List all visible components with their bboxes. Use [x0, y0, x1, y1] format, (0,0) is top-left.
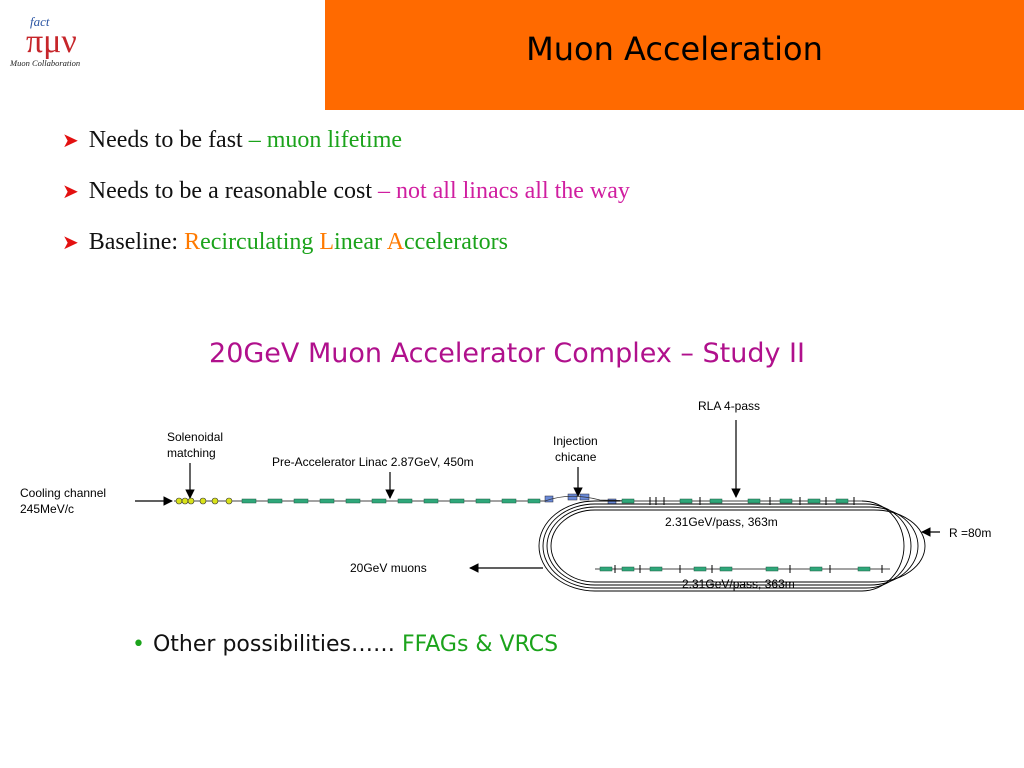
label-solenoidal: Solenoidal [167, 430, 223, 444]
quadrupole-ticks [614, 497, 883, 573]
logo-greek-text: πμν [26, 23, 77, 60]
page-title: Muon Acceleration [526, 30, 823, 68]
label-injection: Injection [553, 434, 598, 448]
bullet-accent: – not all linacs all the way [377, 178, 630, 204]
logo-fact-text: fact [30, 14, 50, 29]
label-top-linac: 2.31GeV/pass, 363m [665, 515, 778, 529]
logo-caption: Muon Collaboration [9, 58, 80, 68]
rla-racetrack [538, 500, 926, 592]
bullet-word-ccelerators: ccelerators [404, 229, 508, 255]
accelerator-diagram: 20GeV Muon Accelerator Complex – Study I… [0, 320, 1024, 600]
label-chicane: chicane [555, 450, 597, 464]
solenoid-cells [175, 497, 233, 505]
prelinac-cavities [241, 498, 541, 504]
bullet-dot-icon: • [132, 632, 145, 657]
bullet-accent: – muon lifetime [248, 127, 403, 153]
bullet-reasonable-cost: ➤ Needs to be a reasonable cost – not all… [62, 178, 630, 205]
diagram-heading: 20GeV Muon Accelerator Complex – Study I… [209, 338, 805, 369]
other-text: Other possibilities…… [152, 632, 402, 657]
label-pre-accelerator-linac: Pre-Accelerator Linac 2.87GeV, 450m [272, 455, 474, 469]
label-cooling-channel: Cooling channel [20, 486, 106, 500]
bullet-letter-r: R [184, 229, 201, 255]
other-accent: FFAGs & VRCS [401, 632, 559, 657]
label-bottom-linac: 2.31GeV/pass, 363m [682, 577, 795, 591]
label-matching: matching [167, 446, 216, 460]
bullet-word-ecirculating: ecirculating [200, 229, 320, 255]
label-radius: R =80m [949, 526, 991, 540]
label-cooling-momentum: 245MeV/c [20, 502, 74, 516]
other-possibilities: • Other possibilities…… FFAGs & VRCS [132, 632, 558, 657]
label-rla: RLA 4-pass [698, 399, 760, 413]
bullet-text: Needs to be fast [88, 127, 249, 153]
injection-chicane [544, 493, 641, 505]
bullet-prefix: Baseline: [88, 229, 185, 255]
arrow-bullet-icon: ➤ [62, 181, 79, 203]
arrow-bullet-icon: ➤ [62, 130, 79, 152]
top-linac-cavities [621, 498, 849, 504]
bullet-needs-fast: ➤ Needs to be fast – muon lifetime [62, 127, 402, 154]
bullet-text: Needs to be a reasonable cost [88, 178, 378, 204]
bottom-linac-cavities [599, 566, 871, 572]
arrow-bullet-icon: ➤ [62, 232, 79, 254]
collaboration-logo: fact πμν Muon Collaboration [8, 4, 108, 70]
bullet-letter-a: A [386, 229, 405, 255]
bullet-baseline: ➤ Baseline: Recirculating Linear Accelera… [62, 229, 508, 256]
title-bar: Muon Acceleration [325, 0, 1024, 110]
label-20gev-muons: 20GeV muons [350, 561, 427, 575]
bullet-letter-l: L [319, 229, 335, 255]
bullet-word-inear: inear [334, 229, 387, 255]
